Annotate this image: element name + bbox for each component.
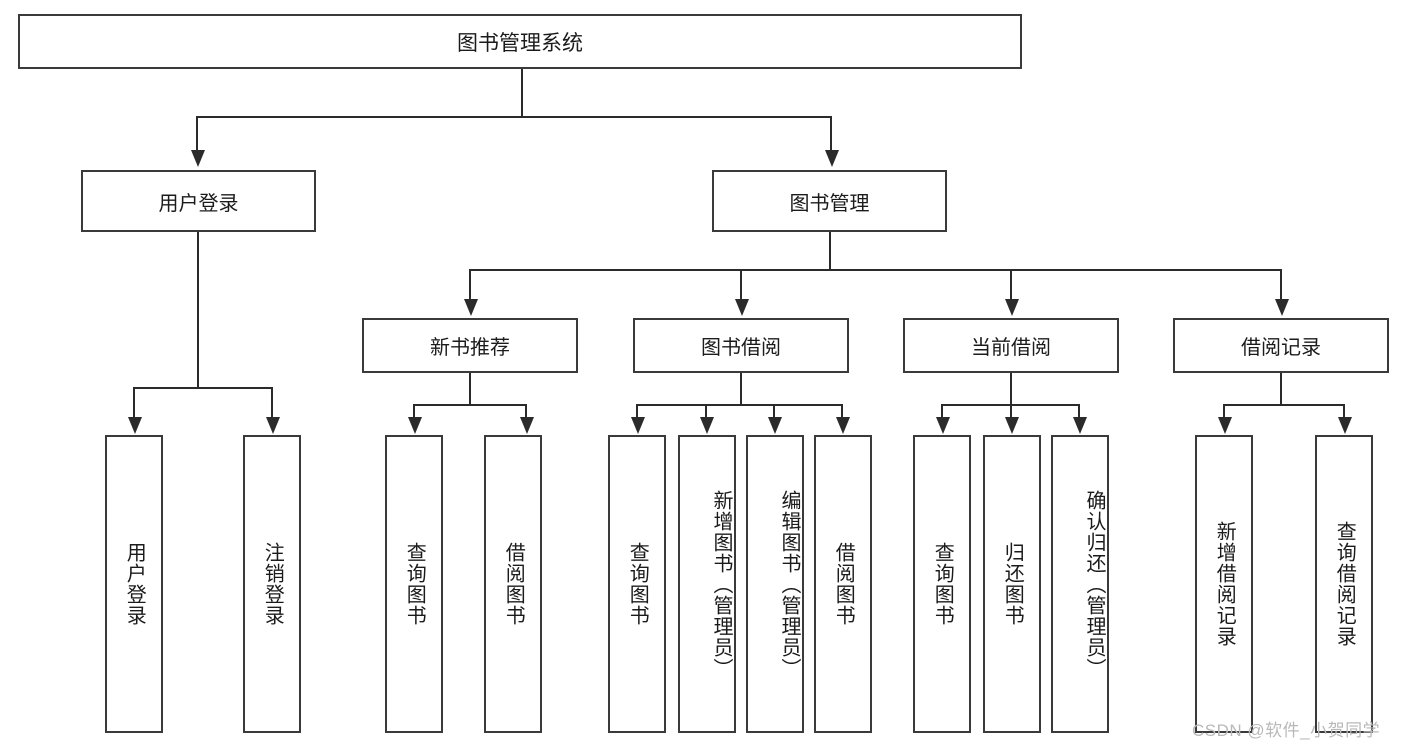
leaf-add-borrow-record[interactable]: 新增借阅记录	[1195, 435, 1253, 733]
connector-book-borrow-bus	[636, 404, 843, 406]
node-new-book-recommend[interactable]: 新书推荐	[362, 318, 578, 373]
node-book-borrow[interactable]: 图书借阅	[633, 318, 849, 373]
node-label: 查询图书	[626, 542, 649, 626]
node-current-borrow[interactable]: 当前借阅	[903, 318, 1119, 373]
leaf-borrow-book[interactable]: 借阅图书	[814, 435, 872, 733]
arrow-icon-bm-to-current-borrow	[1005, 299, 1019, 316]
arrow-icon-user-login-leaf-1	[128, 417, 142, 434]
leaf-query-book-borrow[interactable]: 查询图书	[608, 435, 666, 733]
node-book-management-system[interactable]: 图书管理系统	[18, 14, 1022, 69]
arrow-icon-bm-to-borrow-record	[1275, 299, 1289, 316]
leaf-user-login[interactable]: 用户登录	[105, 435, 163, 733]
connector-new-book-bus	[413, 404, 527, 406]
arrow-icon-book-borrow-leaf-4	[836, 417, 850, 434]
leaf-confirm-return-admin[interactable]: 确认归还（管理员）	[1051, 435, 1109, 733]
node-label: 查询图书	[931, 542, 954, 626]
node-book-management[interactable]: 图书管理	[712, 170, 947, 232]
node-label: 图书借阅	[701, 337, 781, 359]
node-user-login[interactable]: 用户登录	[81, 170, 316, 232]
arrow-icon-current-borrow-leaf-1	[936, 417, 950, 434]
node-label: 当前借阅	[971, 337, 1051, 359]
connector-current-borrow-to-leaf-3	[1078, 404, 1080, 419]
connector-borrow-record-to-leaf-1	[1223, 404, 1225, 419]
leaf-query-book-current[interactable]: 查询图书	[913, 435, 971, 733]
connector-user-login-to-leaf-2	[271, 387, 273, 419]
connector-book-borrow-to-leaf-3	[773, 404, 775, 419]
connector-user-login-to-leaf-1	[133, 387, 135, 419]
node-label: 确认归还（管理员）	[1083, 489, 1105, 679]
arrow-icon-root-to-book-management	[825, 150, 839, 167]
node-label: 借阅图书	[502, 542, 525, 626]
connector-root-to-book-management	[830, 116, 832, 152]
connector-book-management-bus	[469, 269, 1281, 271]
node-label: 查询借阅记录	[1333, 521, 1356, 647]
connector-current-borrow-stem	[1010, 373, 1012, 405]
node-label: 新书推荐	[430, 337, 510, 359]
connector-book-borrow-stem	[740, 373, 742, 405]
connector-root-stem	[521, 69, 523, 117]
connector-root-to-user-login	[196, 116, 198, 152]
connector-borrow-record-to-leaf-2	[1343, 404, 1345, 419]
leaf-return-book[interactable]: 归还图书	[983, 435, 1041, 733]
arrow-icon-current-borrow-leaf-2	[1005, 417, 1019, 434]
node-label: 归还图书	[1001, 542, 1024, 626]
node-label: 新增借阅记录	[1213, 521, 1236, 647]
node-label: 图书管理	[789, 192, 870, 215]
leaf-logout[interactable]: 注销登录	[243, 435, 301, 733]
node-label: 借阅图书	[832, 542, 855, 626]
node-borrow-record[interactable]: 借阅记录	[1173, 318, 1389, 373]
node-label: 借阅记录	[1241, 337, 1321, 359]
arrow-icon-book-borrow-leaf-3	[768, 417, 782, 434]
arrow-icon-user-login-leaf-2	[266, 417, 280, 434]
arrow-icon-current-borrow-leaf-3	[1073, 417, 1087, 434]
connector-user-login-bus	[133, 387, 273, 389]
node-label: 注销登录	[261, 542, 284, 626]
connector-root-bus	[196, 116, 832, 118]
connector-book-management-stem	[829, 232, 831, 270]
arrow-icon-book-borrow-leaf-2	[700, 417, 714, 434]
node-label: 用户登录	[123, 542, 146, 626]
connector-book-borrow-to-leaf-1	[636, 404, 638, 419]
connector-bm-to-new-book	[469, 269, 471, 301]
arrow-icon-borrow-record-leaf-2	[1338, 417, 1352, 434]
node-label: 图书管理系统	[457, 31, 583, 55]
leaf-borrow-book-recommend[interactable]: 借阅图书	[484, 435, 542, 733]
node-label: 查询图书	[403, 542, 426, 626]
arrow-icon-bm-to-book-borrow	[735, 299, 749, 316]
node-label: 用户登录	[158, 192, 239, 215]
connector-borrow-record-stem	[1280, 373, 1282, 405]
connector-bm-to-borrow-record	[1280, 269, 1282, 301]
connector-bm-to-book-borrow	[740, 269, 742, 301]
connector-book-borrow-to-leaf-2	[705, 404, 707, 419]
connector-bm-to-current-borrow	[1010, 269, 1012, 301]
arrow-icon-bm-to-new-book	[464, 299, 478, 316]
watermark: CSDN @软件_小贺同学	[1192, 721, 1381, 740]
arrow-icon-borrow-record-leaf-1	[1218, 417, 1232, 434]
leaf-add-book-admin[interactable]: 新增图书（管理员）	[678, 435, 736, 733]
connector-new-book-to-leaf-1	[413, 404, 415, 419]
leaf-query-borrow-record[interactable]: 查询借阅记录	[1315, 435, 1373, 733]
arrow-icon-new-book-leaf-1	[408, 417, 422, 434]
connector-borrow-record-bus	[1223, 404, 1345, 406]
connector-new-book-to-leaf-2	[525, 404, 527, 419]
connector-user-login-stem	[197, 232, 199, 388]
node-label: 编辑图书（管理员）	[778, 489, 800, 679]
connector-book-borrow-to-leaf-4	[841, 404, 843, 419]
connector-new-book-stem	[469, 373, 471, 405]
leaf-edit-book-admin[interactable]: 编辑图书（管理员）	[746, 435, 804, 733]
leaf-query-book-recommend[interactable]: 查询图书	[385, 435, 443, 733]
node-label: 新增图书（管理员）	[710, 489, 732, 679]
connector-current-borrow-to-leaf-2	[1010, 404, 1012, 419]
arrow-icon-book-borrow-leaf-1	[631, 417, 645, 434]
arrow-icon-new-book-leaf-2	[520, 417, 534, 434]
arrow-icon-root-to-user-login	[191, 150, 205, 167]
connector-current-borrow-to-leaf-1	[941, 404, 943, 419]
